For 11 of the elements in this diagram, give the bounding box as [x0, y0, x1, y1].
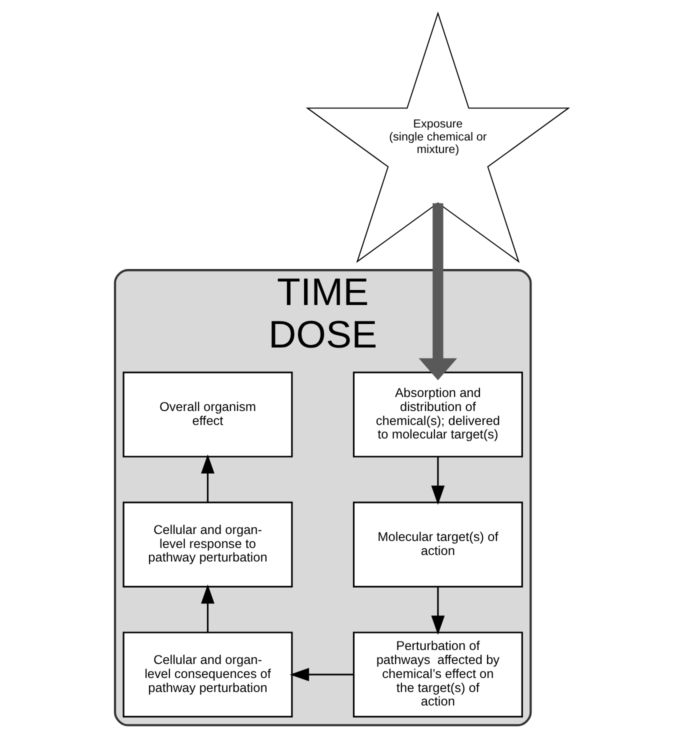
arrow [289, 667, 354, 681]
node-box: Molecular target(s) of action [352, 501, 522, 587]
node-box: Overall organism effect [122, 371, 292, 457]
node-box: Absorption and distribution of chemical(s); delivered to molecular target(s) [352, 371, 522, 457]
node-box: Perturbation of pathways affected by chemical’s effect on the target(s) of action [352, 631, 522, 717]
arrow [430, 586, 444, 634]
arrow [200, 584, 214, 632]
node-box: Cellular and organ-level consequences of pathway perturbation [122, 631, 292, 717]
arrow [430, 456, 444, 504]
node-box: Cellular and organ-level response to pathway perturbation [122, 501, 292, 587]
arrow [200, 454, 214, 502]
